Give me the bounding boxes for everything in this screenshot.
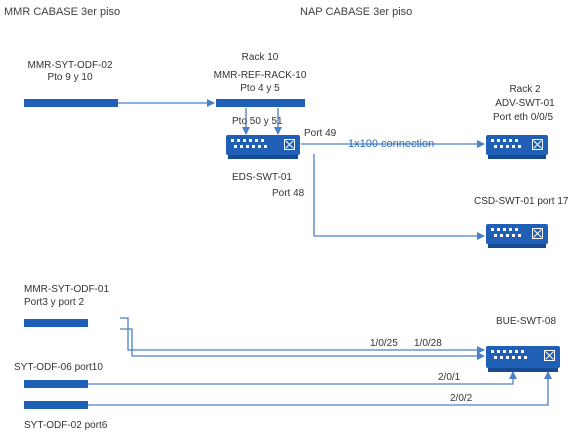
bue-switch-icon[interactable] (486, 346, 560, 372)
odf02b-patch-panel[interactable] (24, 401, 88, 409)
eds-port-48: Port 48 (272, 188, 305, 199)
odf01-patch-panel[interactable] (24, 319, 88, 327)
rack10-name: MMR-REF-RACK-10 (213, 70, 307, 81)
odf02-patch-panel[interactable] (24, 99, 118, 107)
odf06-name: SYT-ODF-06 port10 (14, 362, 103, 373)
odf01-ports: Port3 y port 2 (24, 297, 85, 308)
switch-ports-icon (491, 228, 529, 240)
switch-fan-icon (544, 350, 555, 361)
adv-name: ADV-SWT-01 (495, 98, 555, 109)
rack10-ports: Pto 4 y 5 (240, 83, 280, 94)
odf01-name: MMR-SYT-ODF-01 (24, 284, 109, 295)
link-odf01-bue-b (120, 328, 485, 360)
switch-ports-icon (231, 139, 269, 151)
switch-ports-icon (491, 139, 529, 151)
link-connection-label: 1x100 connection (348, 138, 435, 150)
switch-fan-icon (284, 139, 295, 150)
adv-port: Port eth 0/0/5 (492, 112, 554, 123)
left-site-header: MMR CABASE 3er piso (4, 6, 121, 18)
bue-name: BUE-SWT-08 (496, 316, 557, 327)
link-odf02b-bue (88, 371, 552, 406)
odf02-ports: Pto 9 y 10 (47, 72, 93, 83)
bue-port-2-0-2: 2/0/2 (450, 393, 473, 404)
eds-name: EDS-SWT-01 (231, 172, 292, 183)
bue-port-1-0-28: 1/0/28 (414, 338, 442, 349)
switch-ports-icon (491, 350, 529, 362)
adv-switch-icon[interactable] (486, 135, 548, 159)
eds-switch-icon[interactable] (226, 135, 300, 159)
csd-name: CSD-SWT-01 port 17 (474, 196, 569, 207)
odf02b-name: SYT-ODF-02 port6 (24, 420, 108, 431)
right-site-header: NAP CABASE 3er piso (300, 6, 413, 18)
rack10-label: Rack 10 (241, 52, 279, 63)
rack10-patch-panel[interactable] (216, 99, 305, 107)
odf06-patch-panel[interactable] (24, 380, 88, 388)
link-odf06-bue (88, 371, 517, 385)
bue-port-2-0-1: 2/0/1 (438, 372, 461, 383)
switch-fan-icon (532, 139, 543, 150)
eds-uplink-ports: Pto 50 y 51 (232, 116, 283, 127)
eds-port-49: Port 49 (304, 128, 337, 139)
switch-fan-icon (532, 228, 543, 239)
csd-switch-icon[interactable] (486, 224, 548, 248)
adv-rack-label: Rack 2 (509, 84, 541, 95)
bue-port-1-0-25: 1/0/25 (370, 338, 398, 349)
odf02-name: MMR-SYT-ODF-02 (27, 60, 113, 71)
link-eds-csd (313, 154, 485, 240)
link-odf01-bue-a (120, 317, 485, 354)
